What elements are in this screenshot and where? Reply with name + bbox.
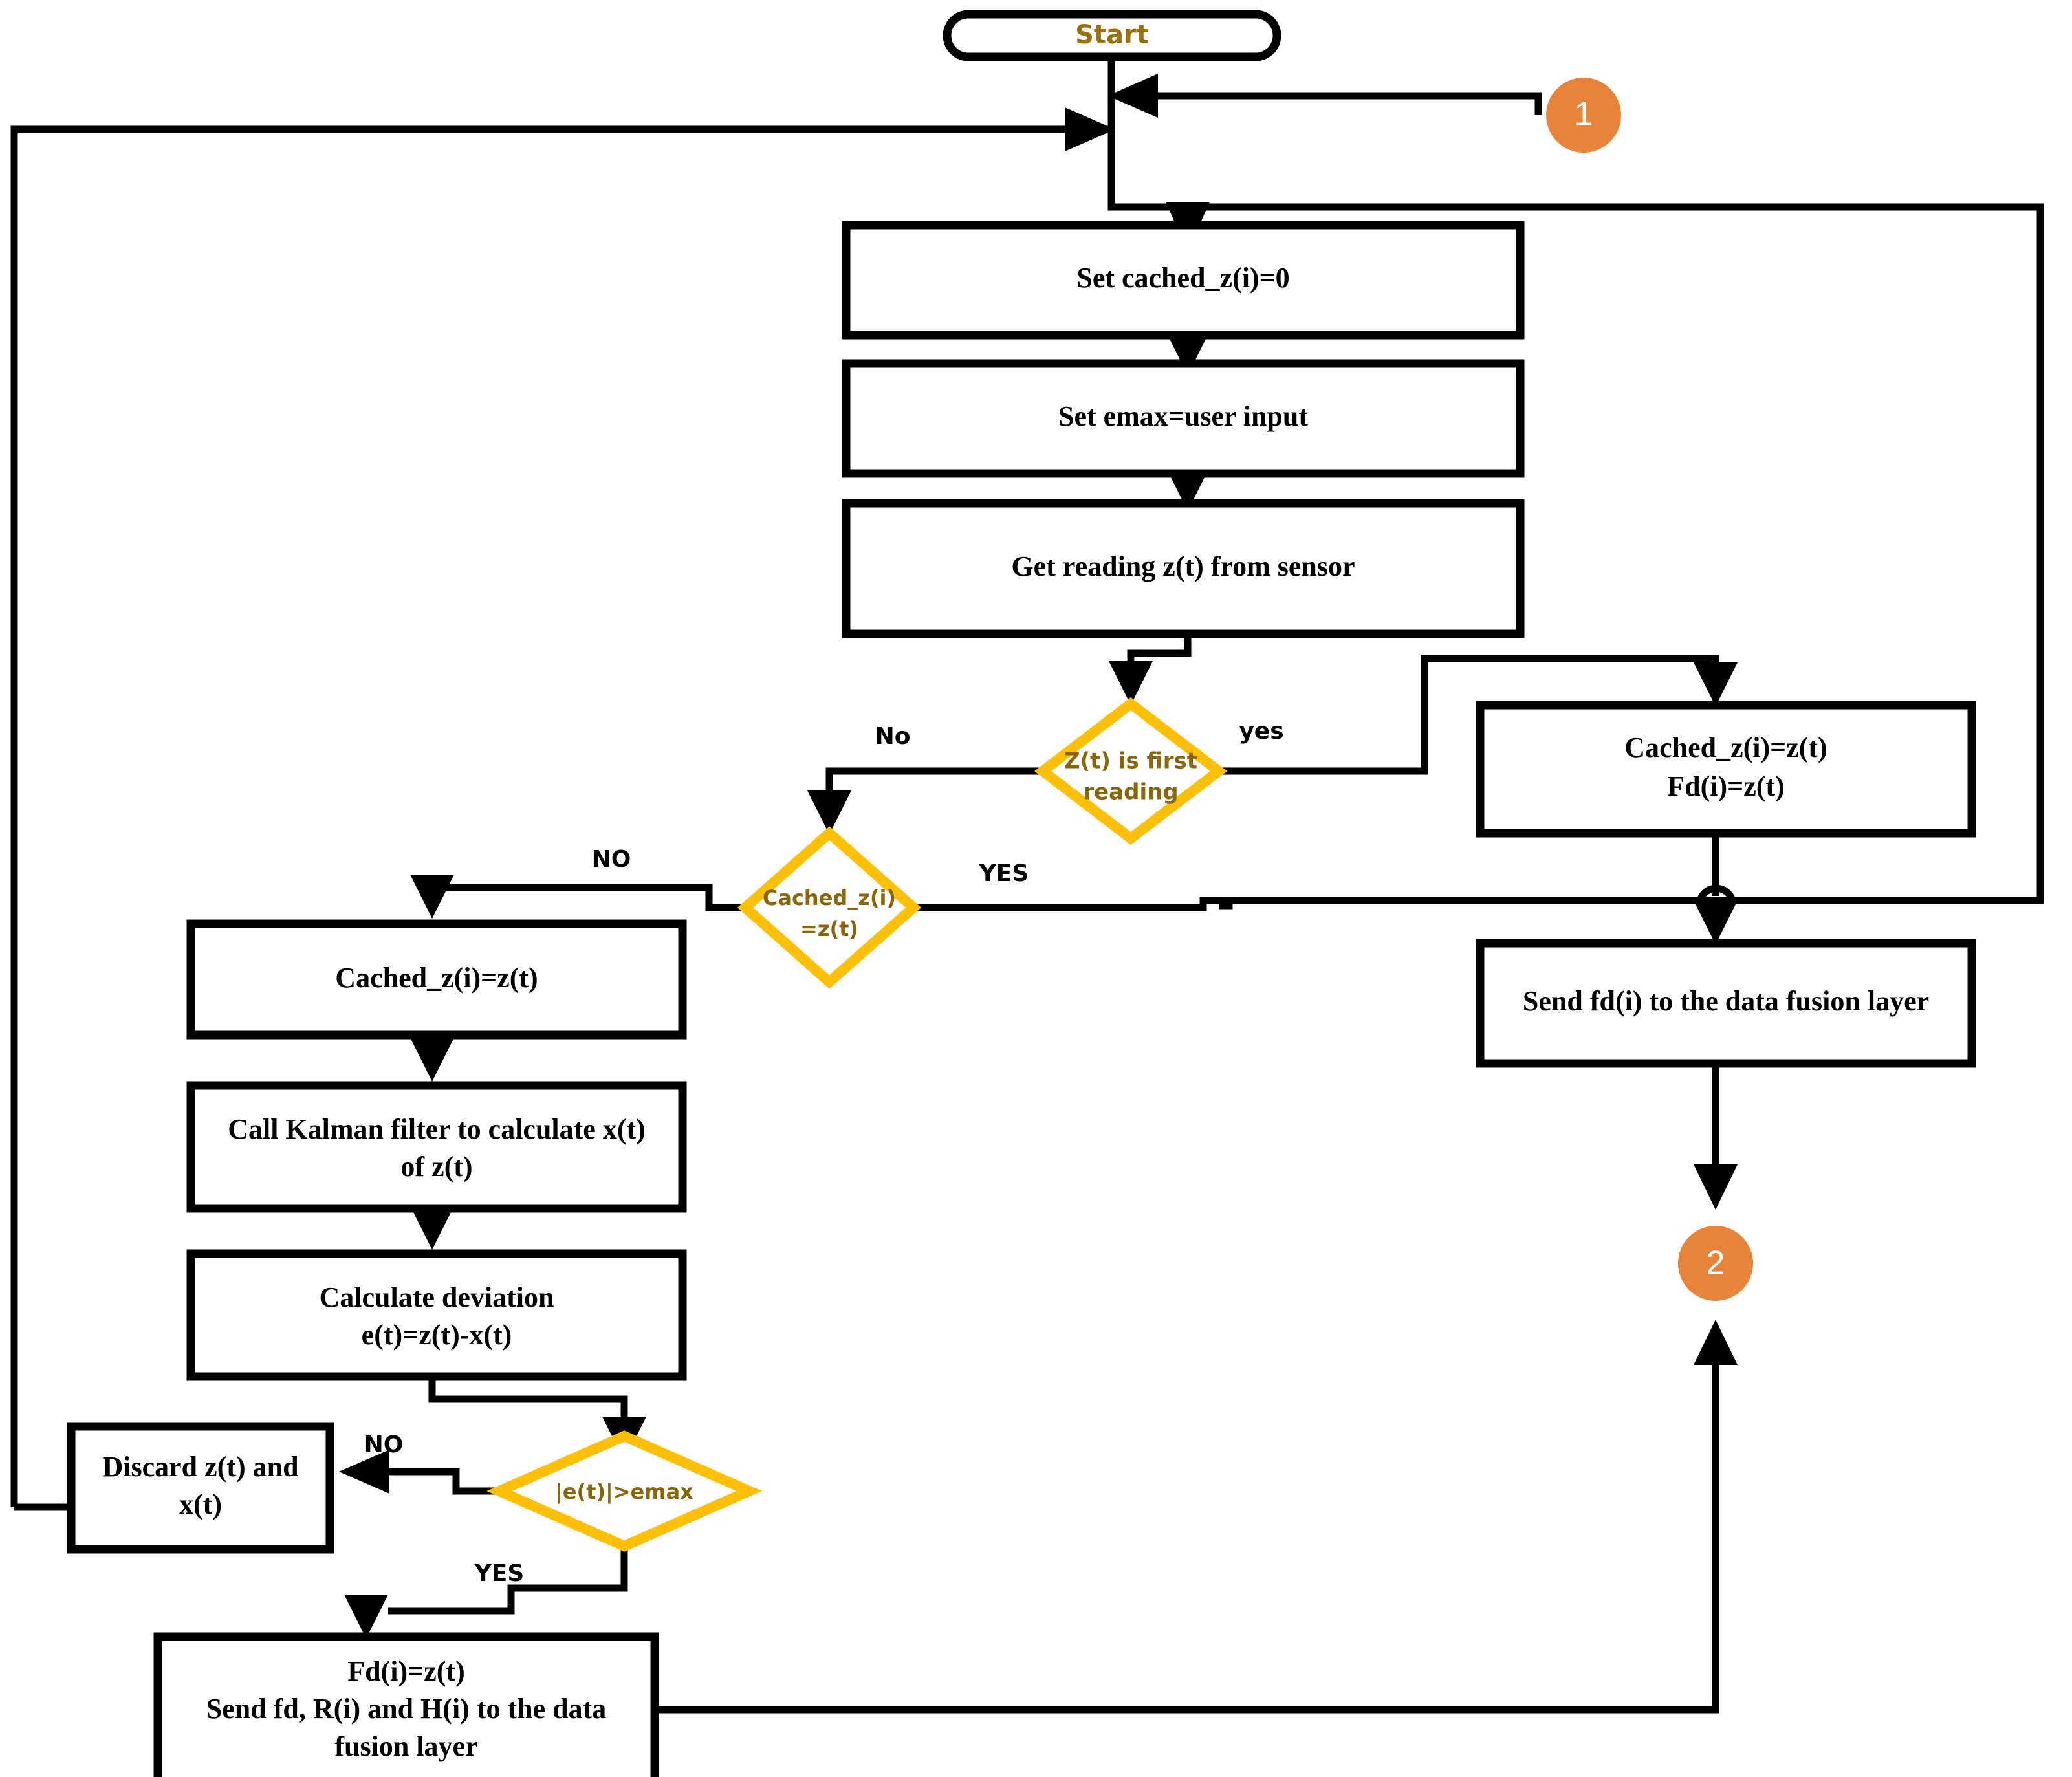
start-label: Start xyxy=(1075,20,1149,50)
label-cached-eq-no: NO xyxy=(592,846,631,873)
edge-left-return-to-start xyxy=(10,125,1084,1507)
deviation-shape xyxy=(186,1249,687,1381)
node-connector-2[interactable]: 2 xyxy=(1678,1226,1753,1301)
set-cached-label: Set cached_z(i)=0 xyxy=(1076,262,1289,294)
discard-shape xyxy=(67,1422,334,1554)
fd-send-box-line1: Fd(i)=z(t) xyxy=(347,1655,464,1687)
arrowhead-into-start-stem-left xyxy=(1065,107,1115,151)
get-reading-shape xyxy=(842,499,1525,638)
arrowhead-cached-assign xyxy=(410,875,454,919)
start-shape xyxy=(943,10,1281,61)
node-deviation[interactable]: Calculate deviation e(t)=z(t)-x(t) xyxy=(186,1249,687,1381)
edge-fdsend-to-connector2 xyxy=(653,1352,1719,1714)
arrowhead-fdsend-box xyxy=(344,1595,388,1639)
decision-emax-shape xyxy=(486,1430,762,1552)
deviation-line1: Calculate deviation xyxy=(320,1281,554,1313)
send-fd-box-shape xyxy=(1476,939,1976,1068)
node-set-cached[interactable]: Set cached_z(i)=0 xyxy=(842,221,1525,340)
node-fd-send-box[interactable]: Fd(i)=z(t) Send fd, R(i) and H(i) to the… xyxy=(153,1632,659,1777)
label-emax-yes: YES xyxy=(474,1560,525,1587)
edge-line-hop-arc xyxy=(1696,884,1736,902)
edge-deviation-to-emax xyxy=(428,1377,628,1436)
cached-fd-box-shape xyxy=(1476,701,1976,838)
arrowhead-connector2-bottom xyxy=(1694,1320,1738,1365)
decision-first-reading-shape xyxy=(1034,697,1228,845)
node-connector-1[interactable]: 1 xyxy=(1546,78,1621,153)
node-start[interactable]: Start xyxy=(943,10,1281,61)
label-emax-no: NO xyxy=(364,1432,404,1458)
decision-cached-eq-shape xyxy=(737,826,922,989)
node-set-emax[interactable]: Set emax=user input xyxy=(842,359,1525,478)
set-emax-shape xyxy=(842,359,1525,478)
arrowhead-decision1 xyxy=(1109,661,1153,705)
kalman-line1: Call Kalman filter to calculate x(t) xyxy=(228,1113,646,1145)
node-decision-cached-eq[interactable]: Cached_z(i) =z(t) xyxy=(737,826,922,989)
node-cached-fd-box[interactable]: Cached_z(i)=z(t) Fd(i)=z(t) xyxy=(1476,701,1976,838)
discard-line2: x(t) xyxy=(179,1488,222,1520)
arrowhead-cachedfd-box xyxy=(1694,662,1738,706)
node-get-reading[interactable]: Get reading z(t) from sensor xyxy=(842,499,1525,638)
node-send-fd-box[interactable]: Send fd(i) to the data fusion layer xyxy=(1476,939,1976,1068)
connector-1-label: 1 xyxy=(1575,96,1593,133)
node-cached-assign[interactable]: Cached_z(i)=z(t) xyxy=(186,919,687,1040)
kalman-shape xyxy=(186,1081,687,1213)
decision-first-reading-line2: reading xyxy=(1083,779,1178,805)
deviation-line2: e(t)=z(t)-x(t) xyxy=(362,1319,512,1351)
arrowhead-decision2-top xyxy=(807,790,851,834)
arrowhead-discard-box xyxy=(339,1450,389,1494)
node-kalman[interactable]: Call Kalman filter to calculate x(t) of … xyxy=(186,1081,687,1213)
kalman-line2: of z(t) xyxy=(400,1151,472,1183)
edge-decision1-no xyxy=(825,767,1048,810)
cached-fd-box-line1: Cached_z(i)=z(t) xyxy=(1624,732,1827,763)
cached-assign-shape xyxy=(186,919,687,1040)
decision-cached-eq-line2: =z(t) xyxy=(800,917,858,941)
set-emax-label: Set emax=user input xyxy=(1058,400,1308,432)
set-cached-shape xyxy=(842,221,1525,340)
node-decision-emax[interactable]: |e(t)|>emax xyxy=(486,1430,762,1552)
get-reading-label: Get reading z(t) from sensor xyxy=(1011,551,1355,582)
label-first-reading-yes: yes xyxy=(1239,718,1283,745)
node-decision-first-reading[interactable]: Z(t) is first reading xyxy=(1034,697,1228,845)
arrowhead-kalman xyxy=(410,1038,454,1082)
fd-send-box-line2: Send fd, R(i) and H(i) to the data xyxy=(206,1693,607,1725)
decision-cached-eq-line1: Cached_z(i) xyxy=(763,886,896,910)
edge-decision2-yes xyxy=(912,897,2040,911)
arrowhead-sendfd-box xyxy=(1694,900,1738,944)
node-discard[interactable]: Discard z(t) and x(t) xyxy=(67,1422,334,1554)
cached-assign-label: Cached_z(i)=z(t) xyxy=(335,962,538,994)
arrowhead-into-start-stem-right xyxy=(1107,74,1158,118)
decision-first-reading-line1: Z(t) is first xyxy=(1064,748,1197,774)
edge-connector1-to-start xyxy=(1139,92,1542,115)
arrowhead-connector2-top xyxy=(1694,1164,1738,1210)
fd-send-box-shape xyxy=(153,1632,659,1777)
send-fd-box-label: Send fd(i) to the data fusion layer xyxy=(1523,985,1929,1017)
discard-line1: Discard z(t) and xyxy=(102,1451,298,1483)
fd-send-box-line3: fusion layer xyxy=(334,1730,477,1762)
edge-emax-yes xyxy=(388,1549,628,1615)
edge-layer xyxy=(10,57,2044,1714)
connector-2-label: 2 xyxy=(1707,1245,1725,1282)
edge-label-layer: No yes NO YES NO YES xyxy=(364,718,1284,1587)
arrowhead-deviation xyxy=(410,1206,454,1250)
arrowhead-getreading xyxy=(1166,467,1210,511)
label-first-reading-no: No xyxy=(875,723,911,750)
decision-emax-line1: |e(t)|>emax xyxy=(555,1479,693,1505)
cached-fd-box-line2: Fd(i)=z(t) xyxy=(1667,770,1784,802)
edge-decision2-no xyxy=(443,884,745,911)
label-cached-eq-yes: YES xyxy=(979,860,1029,887)
arrowhead-setemax xyxy=(1166,331,1210,375)
connector-1-circle xyxy=(1546,78,1621,153)
connector-2-circle xyxy=(1678,1226,1753,1301)
